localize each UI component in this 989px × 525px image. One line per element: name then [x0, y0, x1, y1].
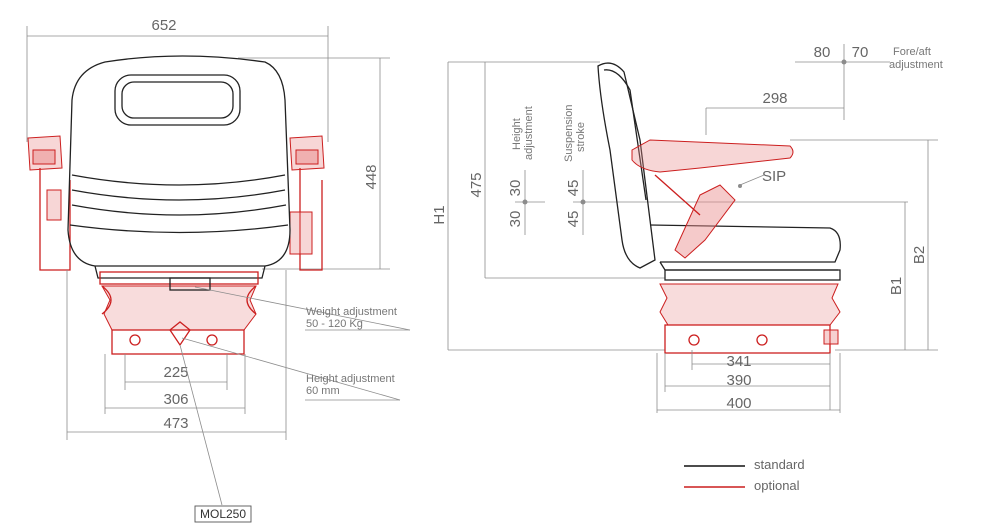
dim-298: 298 — [762, 90, 787, 107]
side-view: 80 70 Fore/aft adjustment 298 H1 475 Hei… — [431, 44, 943, 413]
weight-adjustment-range: 50 - 120 Kg — [306, 318, 363, 330]
height-adjustment-side-1: Height — [511, 118, 523, 150]
suspension-stroke-2: stroke — [575, 122, 587, 152]
model-label: MOL250 — [200, 507, 246, 521]
legend-standard-label: standard — [754, 457, 805, 472]
optional-armrests-front — [27, 135, 325, 271]
dim-390: 390 — [726, 372, 751, 389]
dim-400: 400 — [726, 395, 751, 412]
dim-473: 473 — [163, 415, 188, 432]
height-adjustment-title: Height adjustment — [306, 373, 395, 385]
dim-306: 306 — [163, 391, 188, 408]
optional-parts-side — [631, 139, 841, 354]
suspension-front — [99, 271, 259, 355]
susp-stroke-up: 45 — [565, 180, 582, 197]
dim-652: 652 — [151, 17, 176, 34]
weight-adjustment-title: Weight adjustment — [306, 306, 397, 318]
height-adjustment-side-2: adjustment — [523, 106, 535, 160]
fore-aft-70: 70 — [852, 44, 869, 61]
sip-label: SIP — [762, 168, 786, 185]
height-adjustment-range: 60 mm — [306, 385, 340, 397]
dim-341: 341 — [726, 353, 751, 370]
legend-optional-label: optional — [754, 478, 800, 493]
seat-side-body — [597, 62, 841, 281]
fore-aft-label-1: Fore/aft — [893, 46, 931, 58]
legend: standard optional — [684, 457, 805, 493]
dim-b1: B1 — [888, 277, 905, 295]
seat-front-body — [67, 55, 291, 279]
fore-aft-label-2: adjustment — [889, 59, 943, 71]
fore-aft-80: 80 — [814, 44, 831, 61]
susp-stroke-down: 45 — [565, 211, 582, 228]
dim-225: 225 — [163, 364, 188, 381]
front-view: 652 448 — [26, 17, 411, 523]
height-adj-up: 30 — [507, 180, 524, 197]
dim-475: 475 — [468, 172, 485, 197]
dim-b2: B2 — [911, 246, 928, 264]
height-adj-down: 30 — [507, 211, 524, 228]
dim-448: 448 — [363, 164, 380, 189]
suspension-stroke-1: Suspension — [563, 105, 575, 163]
dim-h1: H1 — [431, 205, 448, 224]
